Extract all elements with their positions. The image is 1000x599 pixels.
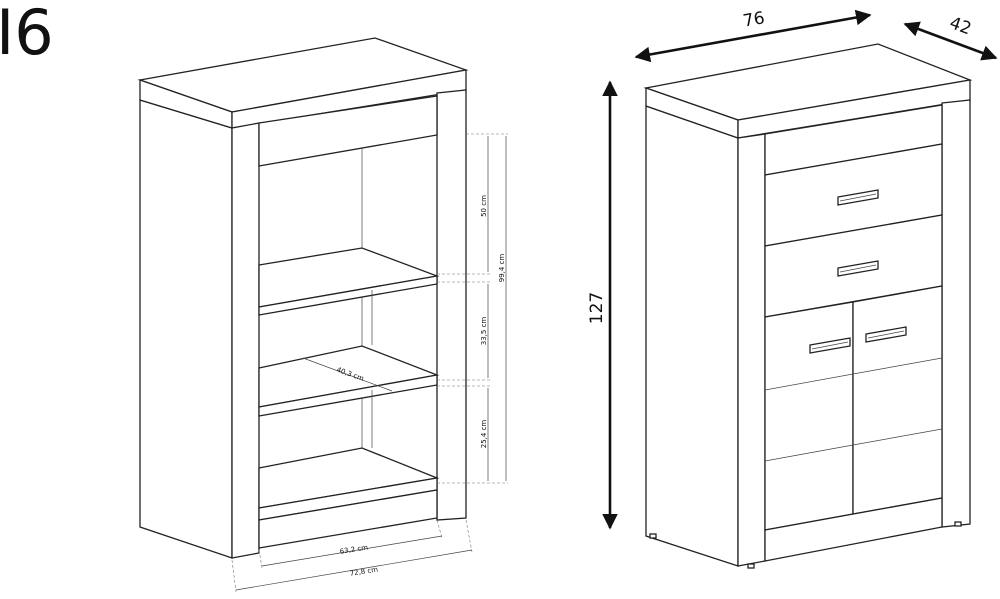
closed-cabinet: [643, 43, 973, 569]
middle-section-label: 33,5 cm: [480, 317, 488, 346]
shelf-depth-line: [302, 357, 393, 392]
foot-front-right: [954, 521, 962, 527]
open-cabinet-height-dimensions: 50 cm 33,5 cm 25,4 cm 99,4 cm: [437, 133, 508, 484]
shelf-1-edge: [258, 275, 438, 316]
top-section-label: 50 cm: [480, 195, 488, 217]
right-door-handle[interactable]: [865, 326, 907, 343]
drawer-2-handle[interactable]: [837, 260, 879, 277]
top-rail: [258, 95, 438, 167]
width-arrow: [634, 9, 872, 63]
right-cabinet-side-panel: [645, 105, 739, 567]
foot-front-left: [747, 563, 755, 569]
total-height-label: 99,4 cm: [498, 254, 506, 283]
left-door-handle[interactable]: [809, 337, 851, 354]
model-code: I6: [0, 0, 54, 69]
front-left-post: [231, 122, 260, 559]
front-right-post: [436, 89, 467, 521]
width-label: 76: [742, 8, 767, 31]
height-label: 127: [587, 292, 607, 324]
depth-arrow: [903, 21, 998, 61]
right-cabinet-right-post: [941, 99, 971, 528]
right-cabinet-left-post: [737, 133, 766, 567]
drawer-1-handle[interactable]: [837, 189, 879, 206]
open-cabinet: 40,3 cm: [137, 37, 469, 559]
bottom-plinth-2: [258, 489, 438, 549]
right-door-seam-1: [852, 357, 943, 375]
right-door-seam-2: [852, 428, 943, 446]
right-cabinet-plinth: [764, 497, 943, 562]
bottom-section-label: 25,4 cm: [480, 420, 488, 449]
outer-width-label: 72,8 cm: [349, 565, 379, 577]
left-door-seam-2: [764, 444, 854, 462]
outer-width-dim-line: [235, 549, 473, 591]
foot-back-left: [649, 533, 657, 539]
left-door[interactable]: [764, 301, 854, 531]
right-door[interactable]: [852, 285, 943, 515]
interior-width-label: 63,2 cm: [339, 543, 369, 555]
interior-width-dim-line: [261, 535, 443, 567]
depth-label: 42: [947, 13, 974, 39]
left-door-seam-1: [764, 373, 854, 391]
left-side-panel: [139, 99, 233, 559]
